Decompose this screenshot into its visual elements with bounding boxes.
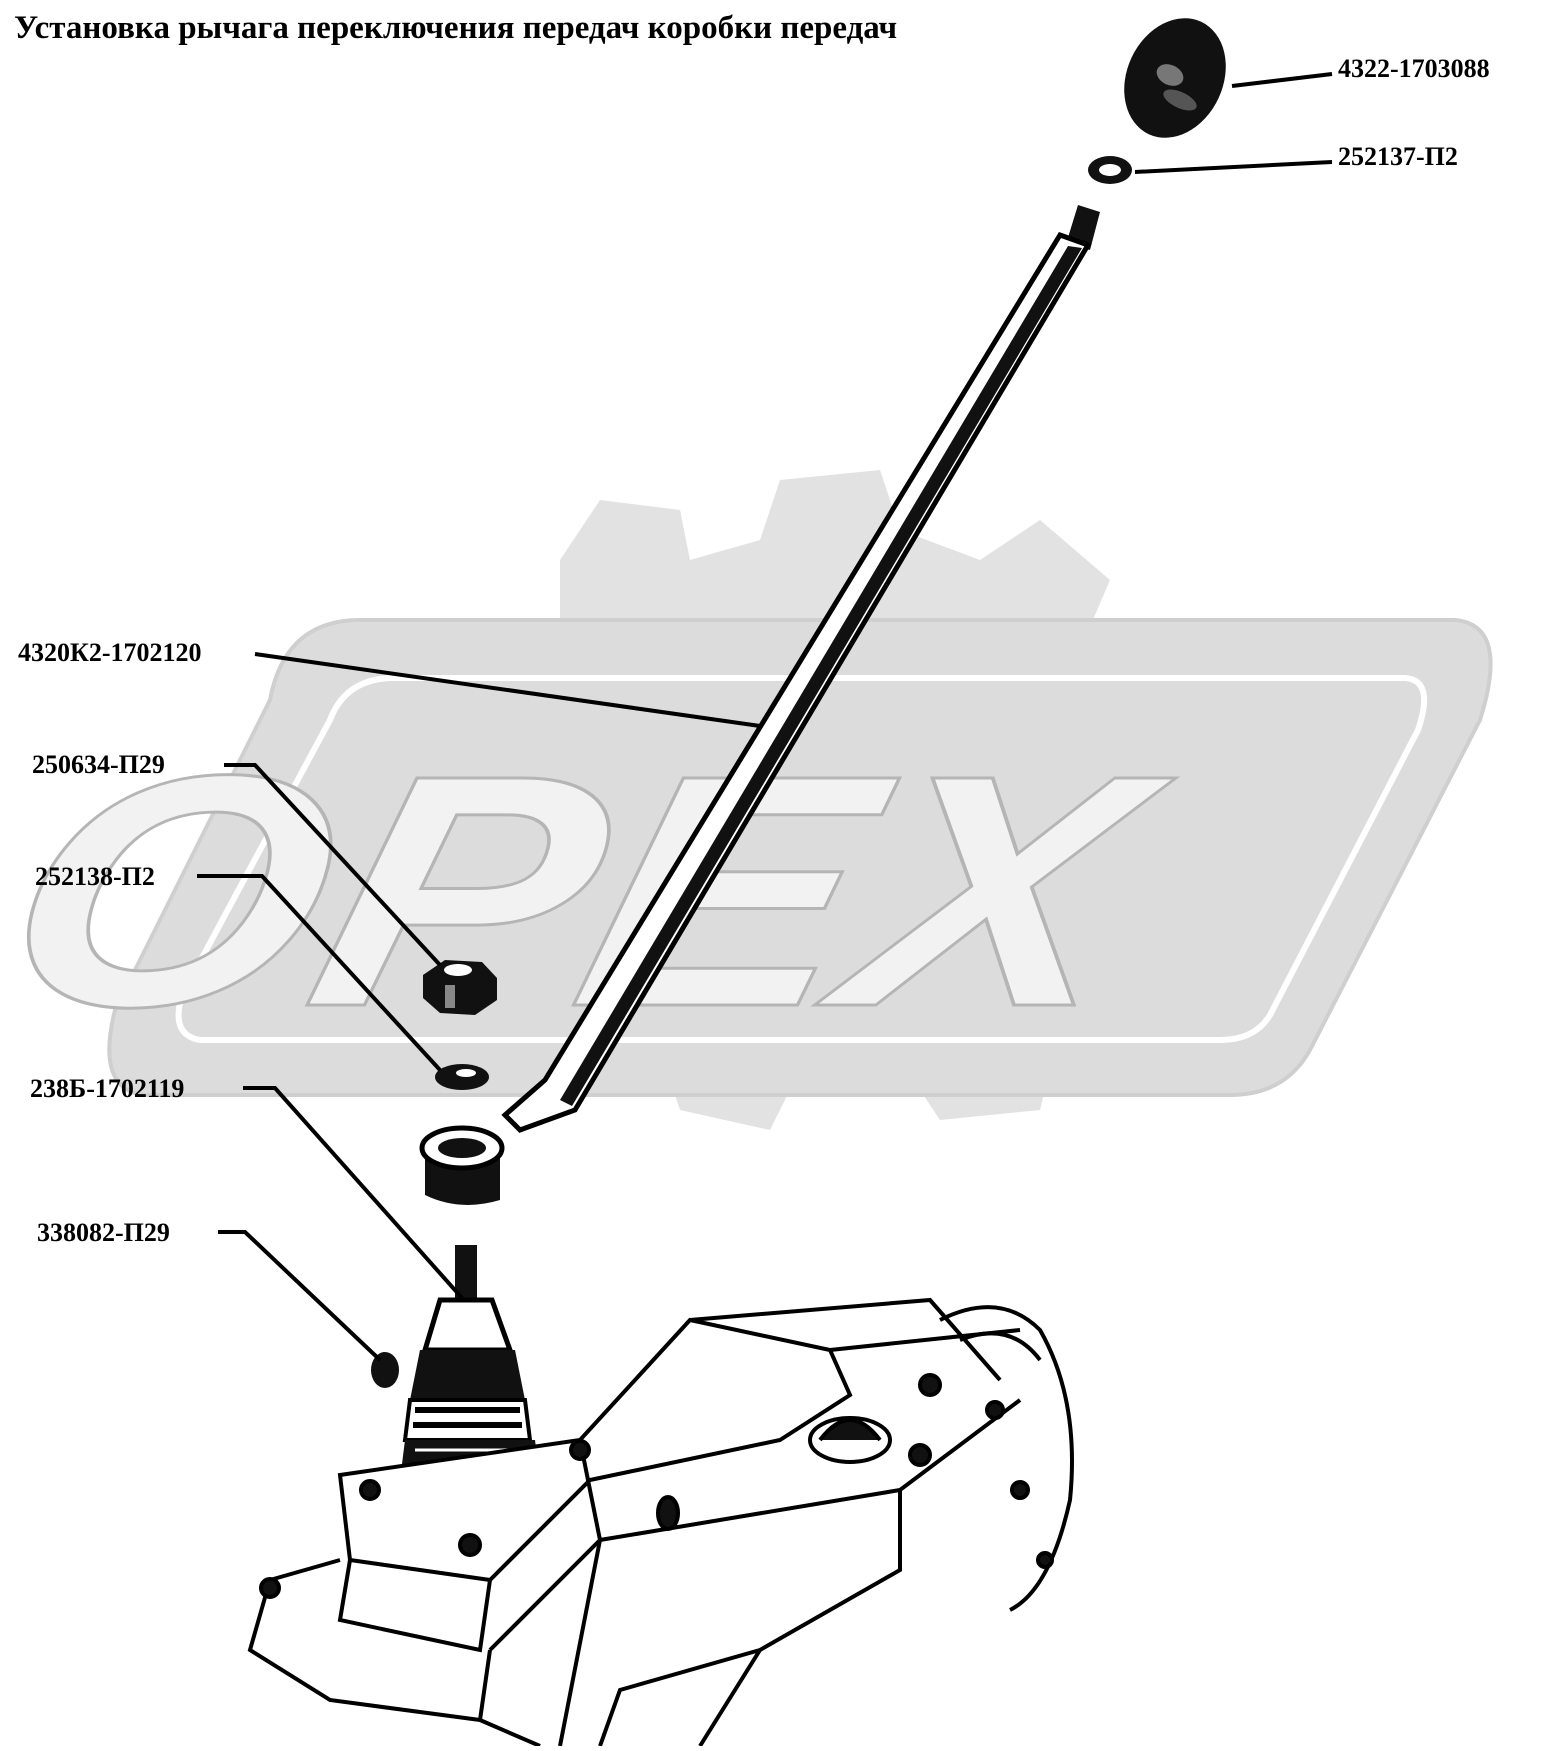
nut xyxy=(423,960,497,1015)
top-washer xyxy=(1088,156,1132,184)
leader-lever xyxy=(254,652,761,728)
shaft-and-boot xyxy=(400,1245,540,1480)
part-label-shaft: 238Б-1702119 xyxy=(30,1074,185,1103)
leader-knob xyxy=(1231,72,1333,88)
knob xyxy=(1124,18,1226,138)
part-label-key: 338082-П29 xyxy=(37,1218,170,1247)
lever-rod xyxy=(419,205,1100,1205)
leader-key xyxy=(218,1230,382,1362)
leader-washer-bottom xyxy=(197,874,442,1072)
part-label-washer-bottom: 252138-П2 xyxy=(35,862,155,891)
part-label-washer-top: 252137-П2 xyxy=(1338,142,1458,171)
key xyxy=(371,1352,399,1388)
part-label-nut: 250634-П29 xyxy=(32,750,165,779)
leader-nut xyxy=(224,763,442,967)
part-label-knob: 4322-1703088 xyxy=(1338,54,1490,83)
diagram-title: Установка рычага переключения передач ко… xyxy=(14,10,898,46)
leader-lines xyxy=(197,72,1333,1362)
leader-shaft xyxy=(243,1086,464,1300)
bottom-washer xyxy=(435,1064,489,1090)
gearbox-housing xyxy=(247,1297,1074,1748)
leader-washer-top xyxy=(1134,160,1333,174)
part-label-lever: 4320К2-1702120 xyxy=(18,638,202,667)
